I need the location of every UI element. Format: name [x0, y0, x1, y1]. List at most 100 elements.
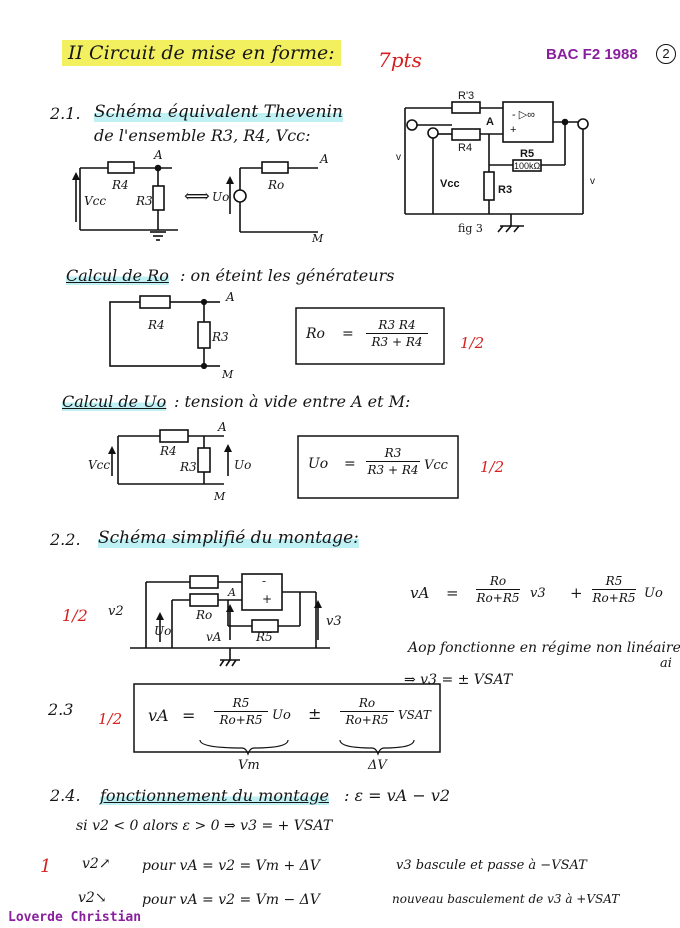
s21-heading: Schéma équivalent Thevenin — [94, 102, 343, 122]
s22-heading: Schéma simplifié du montage: — [98, 528, 359, 548]
calc-ro-text: : on éteint les générateurs — [180, 266, 395, 285]
s23-number: 2.3 — [48, 700, 74, 719]
uo-formula-num: R3 — [384, 446, 402, 460]
uo-formula-lhs: Uo — [308, 456, 329, 472]
s23-frac1-num: R5 — [232, 696, 250, 710]
ro-circuit — [109, 295, 220, 370]
s22-frac1: Ro Ro+R5 — [476, 574, 520, 605]
thevenin-arrow: ⟺ — [184, 186, 210, 207]
uo-label-a: A — [218, 420, 227, 434]
page-number: 2 — [656, 44, 676, 64]
uo-formula-factor: Vcc — [424, 458, 448, 473]
thevenin-equivalent — [229, 161, 318, 233]
s24-line2-c: v3 bascule et passe à −VSAT — [396, 858, 587, 873]
s22-note: Aop fonctionne en régime non linéaire — [408, 640, 680, 656]
thevenin-original — [75, 161, 178, 241]
s22-label-minus: - — [262, 574, 267, 588]
uo-formula-fraction: R3 R3 + R4 — [366, 446, 420, 477]
s24-line3-a: v2↘ — [78, 890, 107, 906]
s22-score: 1/2 — [62, 606, 88, 625]
fig3-caption: fig 3 — [458, 222, 483, 235]
s23-pm: ± — [308, 704, 322, 723]
s21-subheading: de l'ensemble R3, R4, Vcc: — [94, 126, 311, 145]
fig3-vcc: Vcc — [440, 178, 460, 190]
s24-heading: fonctionnement du montage — [100, 786, 329, 805]
s22-note-overflow: ai — [660, 656, 672, 671]
ro-formula-eq: = — [342, 326, 354, 342]
ro-score: 1/2 — [460, 334, 485, 352]
s21-label-m2: M — [312, 232, 324, 245]
ro-label-m: M — [222, 368, 234, 381]
fig3-circuit — [404, 101, 589, 233]
s22-label-a: A — [228, 586, 236, 599]
s21-label-vcc: Vcc — [84, 194, 107, 208]
s22-label-ro: Ro — [196, 608, 213, 622]
uo-label-vcc: Vcc — [88, 458, 111, 472]
uo-label-m: M — [214, 490, 226, 503]
calc-ro-heading: Calcul de Ro — [66, 266, 169, 285]
s21-label-a2: A — [320, 152, 329, 166]
fig3-r5-value: 100kΩ — [514, 161, 541, 171]
s24-line3-c: nouveau basculement de v3 à +VSAT — [392, 892, 620, 906]
s23-eq: = — [182, 706, 196, 725]
exam-label: BAC F2 1988 — [546, 46, 638, 63]
s23-frac1: R5 Ro+R5 — [214, 696, 268, 727]
s22-frac2: R5 Ro+R5 — [592, 574, 636, 605]
s22-frac1-num: Ro — [489, 574, 507, 588]
s23-score: 1/2 — [98, 710, 123, 728]
s22-label-v3: v3 — [326, 614, 342, 629]
s23-frac2: Ro Ro+R5 — [340, 696, 394, 727]
s24-line2-b: pour vA = v2 = Vm + ΔV — [142, 858, 320, 874]
s21-label-ro: Ro — [268, 178, 285, 192]
s23-formula-box — [133, 683, 441, 753]
s22-frac2-den: Ro+R5 — [592, 591, 636, 605]
author-credit: Loverde Christian — [8, 910, 142, 925]
s24-score: 1 — [40, 856, 52, 877]
section-title: II Circuit de mise en forme: — [62, 40, 341, 66]
s22-eq-lhs: vA — [410, 584, 430, 602]
s22-label-uo: Uo — [154, 624, 172, 638]
fig3-v-right: v — [590, 176, 595, 187]
s22-frac1-den: Ro+R5 — [476, 591, 520, 605]
fig3-v-left: v — [396, 152, 401, 163]
calc-uo-heading: Calcul de Uo — [62, 392, 167, 411]
uo-formula-eq: = — [344, 456, 356, 472]
ro-formula-den: R3 + R4 — [371, 335, 423, 349]
uo-formula-box — [297, 435, 459, 499]
points-label: 7pts — [378, 48, 422, 72]
uo-formula-den: R3 + R4 — [367, 463, 419, 477]
s23-var2: VSAT — [398, 708, 431, 722]
s21-number: 2.1. — [50, 104, 81, 123]
s22-label-r5: R5 — [256, 630, 273, 644]
uo-circuit — [111, 429, 229, 485]
ro-formula-box — [295, 307, 445, 365]
uo-score: 1/2 — [480, 458, 505, 476]
s22-label-plus: + — [262, 592, 273, 606]
s22-label-va: vA — [206, 630, 222, 644]
s21-label-a: A — [154, 148, 163, 162]
ro-formula-fraction: R3 R4 R3 + R4 — [366, 318, 428, 349]
brace-dv — [339, 739, 415, 756]
fig3-opamp: - ▷∞ — [512, 109, 536, 121]
s21-label-r4: R4 — [112, 178, 129, 192]
s22-eq-sign: = — [446, 584, 459, 602]
s22-var2: Uo — [644, 586, 663, 601]
s23-lhs: vA — [148, 706, 169, 725]
uo-label-r4: R4 — [160, 444, 177, 458]
brace-vm — [199, 739, 289, 756]
fig3-a: A — [486, 116, 494, 128]
s24-line2-a: v2↗ — [82, 856, 111, 872]
ro-formula-num: R3 R4 — [378, 318, 416, 332]
s21-label-uo: Uo — [212, 190, 230, 204]
s22-number: 2.2. — [50, 530, 81, 549]
calc-uo-text: : tension à vide entre A et M: — [174, 392, 411, 411]
s22-var1: v3 — [530, 586, 546, 601]
s21-label-r3: R3 — [136, 194, 153, 208]
s22-plus: + — [570, 584, 583, 602]
fig3-r5: R5 — [520, 148, 535, 160]
s22-label-v2: v2 — [108, 604, 124, 619]
s23-var1: Uo — [272, 708, 291, 723]
ro-label-r3: R3 — [212, 330, 229, 344]
